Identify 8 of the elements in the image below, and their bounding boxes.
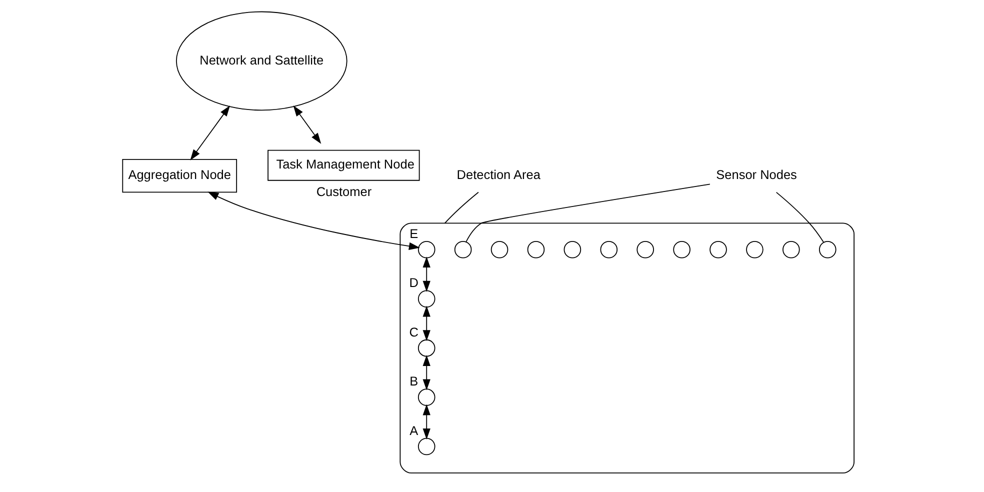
node-label: E xyxy=(410,226,418,241)
node-label: A xyxy=(410,422,418,438)
node-label: C xyxy=(409,324,418,340)
node-label: D xyxy=(409,275,418,290)
node-label: Customer xyxy=(316,184,372,200)
node-label: B xyxy=(410,374,418,389)
node-text: Sensor Nodes xyxy=(716,167,797,182)
node-text: Detection Area xyxy=(456,167,540,182)
